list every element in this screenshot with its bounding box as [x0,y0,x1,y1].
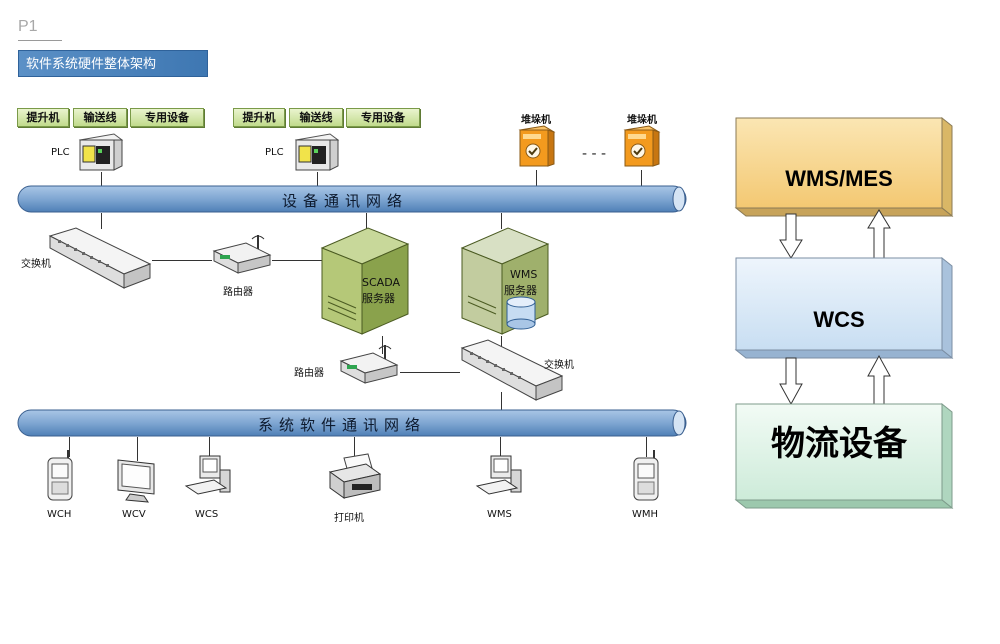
router-icon [339,345,399,384]
scada-label-line1: SCADA [362,276,400,289]
plc-icon [294,133,340,171]
router-icon [212,235,272,274]
layer-bottom-label: 物流设备 [771,424,907,464]
stacker-ellipsis: - - - [582,146,607,162]
plc-label-1: PLC [51,147,70,158]
router-label-2: 路由器 [294,368,324,379]
device-network-label: 设备通讯网络 [282,192,409,210]
wcs-computer-icon [184,455,231,495]
handheld-terminal-icon [633,450,659,501]
wcs-terminal-label: WCS [195,509,219,520]
system-network-label: 系统软件通讯网络 [258,416,427,434]
wms-server-label-line1: WMS [510,268,538,281]
vehicle-terminal-icon [117,459,155,503]
device-network-bus [17,185,687,213]
wms-server-label-line2: 服务器 [504,284,537,297]
wch-label: WCH [47,509,72,520]
handheld-terminal-icon [47,450,73,501]
wms-terminal-label: WMS [487,509,512,520]
wms-computer-icon [475,455,522,495]
wmh-label: WMH [632,509,659,520]
hoist-box-2: 提升机 [233,108,285,127]
router-label-1: 路由器 [223,287,253,298]
layer-stack-graphic [734,116,954,510]
wcv-label: WCV [122,509,146,520]
scada-server-icon [320,227,410,335]
scada-label-line2: 服务器 [362,292,395,305]
stacker-label-1: 堆垛机 [521,115,551,126]
page-number-underline [18,40,62,41]
network-switch-icon [460,339,564,401]
page-number: P1 [18,18,38,35]
plc-label-2: PLC [265,147,284,158]
special-equipment-box-1: 专用设备 [130,108,204,127]
section-title: 软件系统硬件整体架构 [18,50,208,77]
hoist-box-1: 提升机 [17,108,69,127]
plc-icon [78,133,124,171]
conveyor-box-2: 输送线 [289,108,343,127]
network-switch-icon [48,227,152,289]
layer-top-label: WMS/MES [785,166,893,191]
database-icon [506,296,536,330]
printer-label: 打印机 [334,513,364,524]
layer-middle-label: WCS [813,307,865,332]
system-network-bus [17,409,687,437]
conveyor-box-1: 输送线 [73,108,127,127]
stacker-icon [623,125,661,167]
special-equipment-box-2: 专用设备 [346,108,420,127]
switch-label-1: 交换机 [21,259,51,270]
stacker-icon [518,125,556,167]
switch-label-2: 交换机 [544,360,574,371]
stacker-label-2: 堆垛机 [627,115,657,126]
printer-icon [328,453,382,499]
